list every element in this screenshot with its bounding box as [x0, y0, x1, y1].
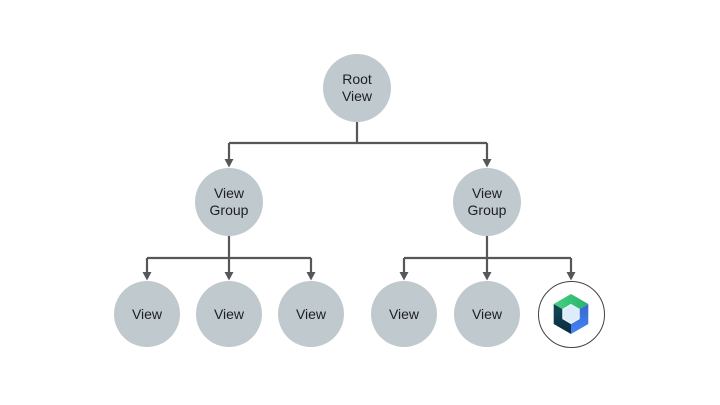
node-view-left-1: View [114, 281, 180, 347]
node-view-left-3-label: View [295, 305, 327, 322]
node-view-group-left: View Group [195, 168, 263, 236]
node-view-left-2: View [196, 281, 262, 347]
node-view-right-2: View [454, 281, 520, 347]
connector-root-to-groups [227, 122, 489, 160]
jetpack-compose-icon [553, 294, 589, 334]
node-view-right-1: View [371, 281, 437, 347]
node-view-right-1-label: View [388, 305, 420, 322]
arrowheads-left-group-to-views [142, 272, 316, 281]
compose-cube-inner-hexagon [562, 303, 580, 325]
arrowheads-right-group-to-views [399, 272, 576, 281]
node-view-left-2-label: View [213, 305, 245, 322]
node-view-left-3: View [278, 281, 344, 347]
connector-right-group-to-views [402, 236, 573, 273]
node-view-right-2-label: View [471, 305, 503, 322]
node-view-group-right: View Group [453, 168, 521, 236]
connector-left-group-to-views [145, 236, 313, 273]
node-compose [537, 280, 605, 348]
node-root-view-label: Root View [341, 71, 373, 104]
node-root-view: Root View [323, 54, 391, 122]
node-view-group-right-label: View Group [467, 185, 507, 218]
arrowheads-root-to-groups [224, 159, 492, 168]
node-view-left-1-label: View [131, 305, 163, 322]
node-view-group-left-label: View Group [209, 185, 249, 218]
